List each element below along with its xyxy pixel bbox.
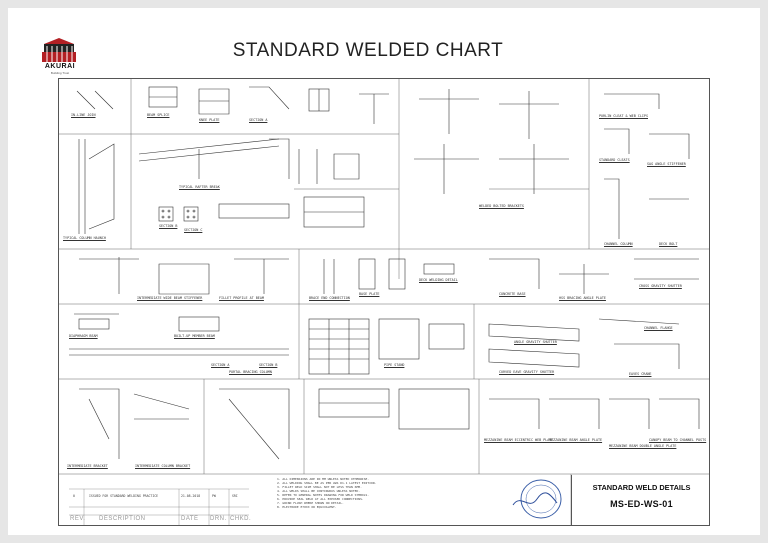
detail-label-section-c: SECTION C (184, 228, 203, 232)
detail-label-deck-welding: DECK WELDING DETAIL (419, 278, 458, 282)
detail-label-knee-plate: KNEE PLATE (199, 118, 220, 122)
detail-label-angle-gravity: ANGLE GRAVITY SHUTTER (514, 340, 557, 344)
title-block: STANDARD WELD DETAILS MS-ED-WS-01 (571, 475, 711, 525)
detail-label-hss-bracing: HSS BRACING ANGLE PLATE (559, 296, 606, 300)
header-date: DATE (181, 516, 199, 522)
detail-label-wide-beam-stiffener: INTERMEDIATE WIDE BEAM STIFFENER (137, 296, 203, 300)
note-line: 5. REFER TO GENERAL NOTES DRAWING FOR WE… (277, 493, 370, 497)
detail-label-pipe-stand: PIPE STAND (384, 363, 405, 367)
detail-label-portal-bracing: PORTAL BRACING COLUMN (229, 370, 272, 374)
revision-table: 0 ISSUED FOR STANDARD WELDING PRACTICE 2… (59, 493, 252, 525)
detail-label-mezz-eccentric: MEZZANINE BEAM ECCENTRIC WEB PLATE (484, 438, 554, 442)
note-line: 8. ELECTRODE E70XX OR EQUIVALENT. (277, 505, 337, 509)
note-line: 1. ALL DIMENSIONS ARE IN MM UNLESS NOTED… (277, 477, 370, 481)
detail-label-cross-gravity: CROSS GRAVITY SHUTTER (639, 284, 682, 288)
general-notes: 1. ALL DIMENSIONS ARE IN MM UNLESS NOTED… (277, 477, 482, 509)
revision-checked: SRI (232, 494, 238, 498)
detail-label-brace-end: BRACE END CONNECTION (309, 296, 350, 300)
drawing-sheet: AKURAI Building Trust STANDARD WELDED CH… (8, 8, 760, 535)
revision-number: 0 (73, 494, 75, 498)
header-drn: DRN. (210, 516, 227, 522)
drawing-frame: IN-LINE JOIN BEAM SPLICE KNEE PLATE SECT… (58, 78, 710, 526)
detail-label-intermediate-bracket: INTERMEDIATE BRACKET (67, 464, 108, 468)
detail-label-beam-splice: BEAM SPLICE (147, 113, 170, 117)
detail-label-base-plate: BASE PLATE (359, 292, 380, 296)
header-description: DESCRIPTION (99, 516, 146, 522)
note-line: 7. GRIND FLUSH WHERE SHOWN ON DETAIL. (277, 501, 344, 505)
detail-label-purlin-cleat: PURLIN CLEAT & WEB CLIPS (599, 114, 648, 118)
detail-label-concrete-base: CONCRETE BASE (499, 292, 526, 296)
detail-label-sag-angle: SAG ANGLE STIFFENER (647, 162, 686, 166)
revision-description: ISSUED FOR STANDARD WELDING PRACTICE (89, 494, 159, 498)
page-title: STANDARD WELDED CHART (232, 40, 504, 61)
drawing-name: STANDARD WELD DETAILS (592, 483, 691, 492)
detail-label-section-b-2: SECTION B (259, 363, 278, 367)
company-stamp-icon (512, 479, 562, 519)
detail-label-column-haunch: TYPICAL COLUMN HAUNCH (63, 236, 106, 240)
detail-label-mezz-double: MEZZANINE BEAM DOUBLE ANGLE PLATE (609, 444, 677, 448)
detail-label-section-a: SECTION A (249, 118, 268, 122)
detail-label-eaves-crane: EAVES CRANE (629, 372, 652, 376)
logo-wordmark: AKURAI (44, 63, 76, 70)
detail-label-fillet-profile: FILLET PROFILE AT BEAM (219, 296, 264, 300)
detail-label-section-b: SECTION B (159, 224, 178, 228)
note-line: 3. FILLET WELD SIZE SHALL NOT BE LESS TH… (277, 485, 362, 489)
revision-date: 21-08-2018 (181, 494, 201, 498)
revision-drawn: PW (212, 494, 216, 498)
logo-tagline: Building Trust (50, 71, 70, 75)
note-line: 4. ALL WELDS SHALL BE CONTINUOUS UNLESS … (277, 489, 361, 493)
detail-label-bolted-brackets: WELDED BOLTED BRACKETS (479, 204, 524, 208)
detail-label-standard-cleats: STANDARD CLEATS (599, 158, 630, 162)
detail-label-built-up: BUILT-UP MEMBER BEAM (174, 334, 215, 338)
detail-label-mezz-angle: MEZZANINE BEAM ANGLE PLATE (549, 438, 603, 442)
detail-label-in-line-join: IN-LINE JOIN (71, 113, 96, 117)
detail-label-channel-flange: CHANNEL FLANGE (644, 326, 673, 330)
header-rev: REV. (70, 516, 86, 522)
note-line: 2. ALL WELDING SHALL BE AS PER AWS D1.1 … (277, 481, 377, 485)
drawing-number: MS-ED-WS-01 (610, 499, 673, 509)
note-line: 6. PROVIDE SEAL WELD AT ALL EXPOSED CONN… (277, 497, 364, 501)
header-chkd: CHKD. (230, 516, 252, 522)
detail-label-section-a-2: SECTION A (211, 363, 230, 367)
akurai-logo-icon (42, 38, 76, 62)
detail-label-canopy-beam: CANOPY BEAM TO CHANNEL POSTS (649, 438, 707, 442)
detail-label-diaphragm: DIAPHRAGM BEAM (69, 334, 98, 338)
weld-details-drawing (59, 79, 709, 525)
detail-label-column-bracket: INTERMEDIATE COLUMN BRACKET (135, 464, 191, 468)
detail-label-curved-eave: CURVED EAVE GRAVITY SHUTTER (499, 370, 555, 374)
detail-label-channel-column: CHANNEL COLUMN (604, 242, 633, 246)
detail-label-rafter-break: TYPICAL RAFTER BREAK (179, 185, 220, 189)
detail-label-deck-bolt: DECK BOLT (659, 242, 678, 246)
